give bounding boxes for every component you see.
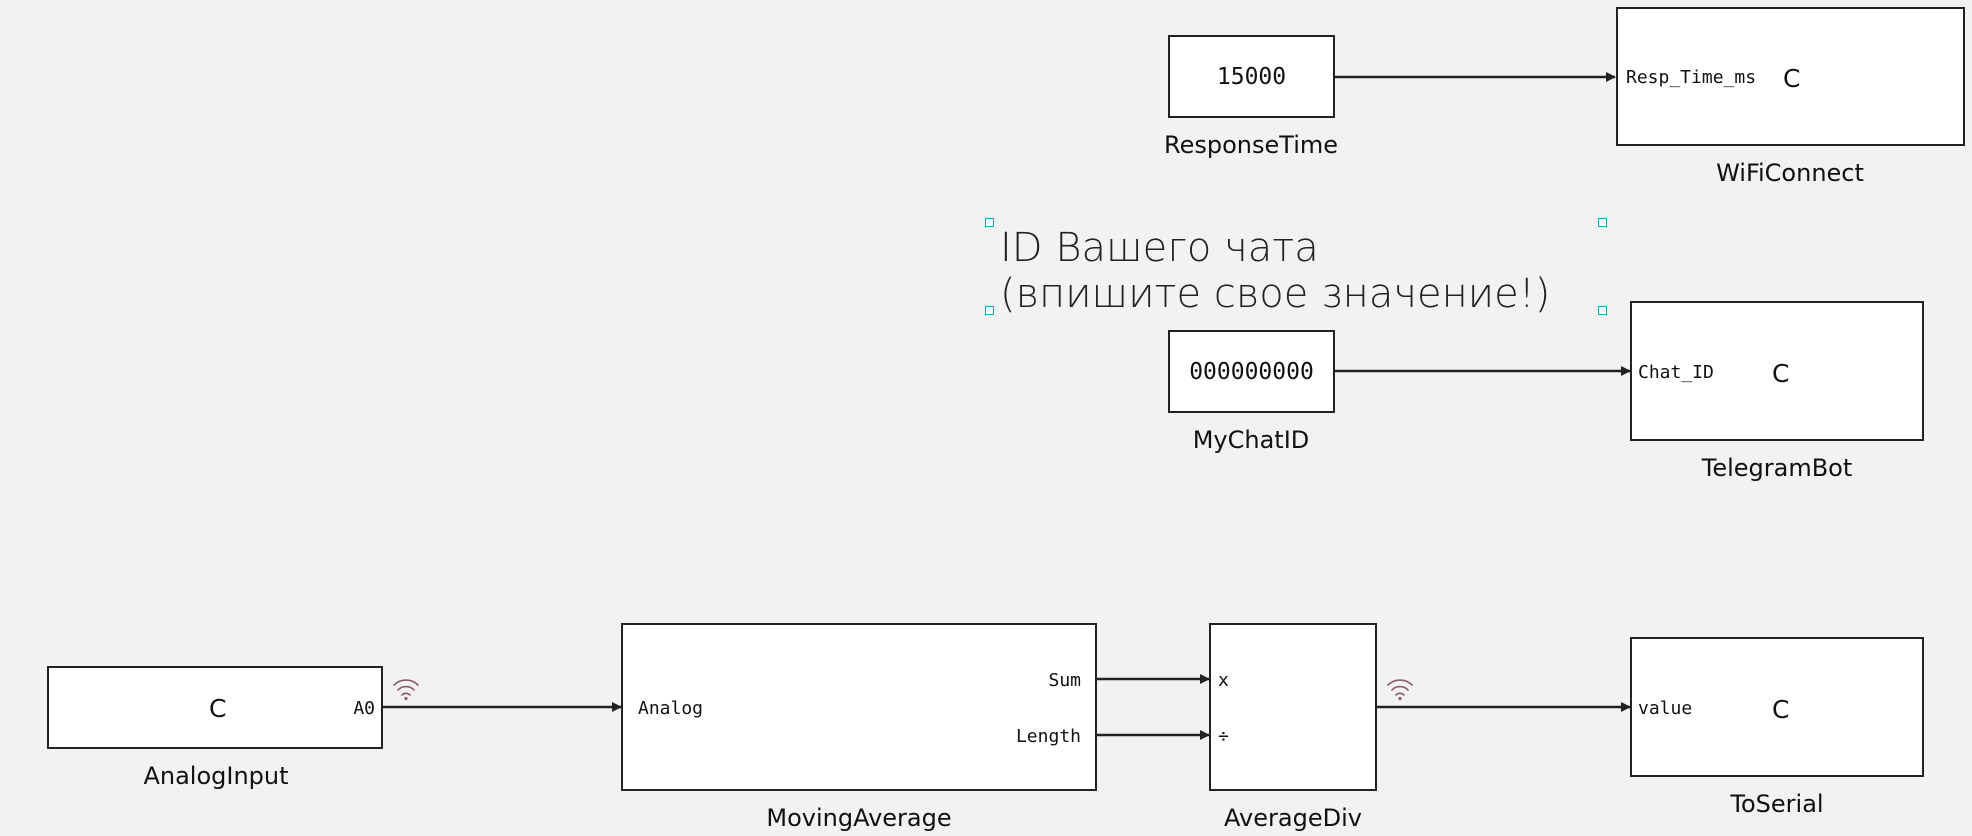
toserial-node[interactable]: value C — [1630, 637, 1924, 777]
comment-box[interactable]: ID Вашего чата (впишите свое значение!) — [990, 223, 1606, 317]
constant-value: 15000 — [1216, 63, 1287, 90]
selection-handle-bottom-left[interactable] — [985, 306, 994, 315]
output-pin-label[interactable]: Sum — [1048, 670, 1081, 691]
node-caption: AnalogInput — [143, 762, 289, 790]
node-caption: ResponseTime — [1164, 131, 1338, 159]
input-pin-label[interactable]: value — [1638, 698, 1693, 719]
selection-handle-top-right[interactable] — [1598, 218, 1607, 227]
responsetime-node[interactable]: 15000 — [1168, 35, 1335, 118]
node-caption: ToSerial — [1730, 790, 1824, 818]
input-pin-label[interactable]: Analog — [638, 698, 704, 719]
wifi-signal-icon — [1387, 679, 1413, 701]
output-pin-label[interactable]: A0 — [353, 698, 375, 719]
selection-handle-top-left[interactable] — [985, 218, 994, 227]
input-pin-label[interactable]: ÷ — [1218, 726, 1229, 747]
movingaverage-node[interactable]: Analog Sum Length — [621, 623, 1097, 791]
output-pin-label[interactable]: Length — [1015, 726, 1081, 747]
node-caption: TelegramBot — [1701, 454, 1853, 482]
telegrambot-node[interactable]: Chat_ID C — [1630, 301, 1924, 441]
c-mark: C — [1772, 695, 1790, 724]
node-caption: WiFiConnect — [1716, 159, 1864, 187]
comment-line-1: ID Вашего чата — [1000, 225, 1319, 271]
input-pin-label[interactable]: x — [1218, 670, 1229, 691]
selection-handle-bottom-right[interactable] — [1598, 306, 1607, 315]
c-mark: C — [209, 694, 227, 723]
input-pin-label[interactable]: Chat_ID — [1638, 362, 1714, 383]
node-caption: MyChatID — [1192, 426, 1310, 454]
c-mark: C — [1772, 359, 1790, 388]
constant-value: 000000000 — [1189, 358, 1314, 385]
averagediv-node[interactable]: x ÷ — [1209, 623, 1377, 791]
node-caption: AverageDiv — [1224, 804, 1362, 832]
input-pin-label[interactable]: Resp_Time_ms — [1626, 67, 1757, 88]
wificonnect-node[interactable]: Resp_Time_ms C — [1616, 7, 1965, 146]
comment-line-2: (впишите свое значение!) — [1000, 271, 1551, 317]
node-caption: MovingAverage — [766, 804, 952, 832]
c-mark: C — [1783, 64, 1801, 93]
analoginput-node[interactable]: C A0 — [47, 666, 383, 749]
mychatid-node[interactable]: 000000000 — [1168, 330, 1335, 413]
wifi-signal-icon — [393, 679, 419, 701]
